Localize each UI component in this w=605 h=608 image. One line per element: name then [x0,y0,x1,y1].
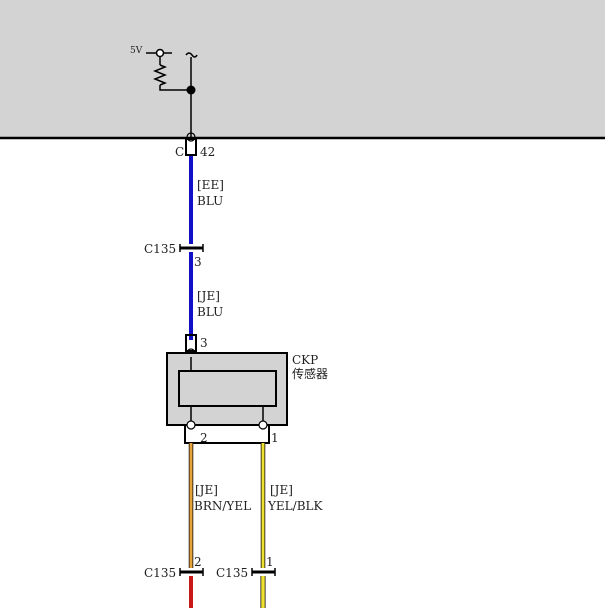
c-top-pin-circle-upper [186,132,196,142]
sensor-top-pin: 3 [200,336,208,350]
wire-ee-harness: [EE] [197,178,224,192]
ckp-sensor-element [178,370,277,407]
sensor-pin-1-label: 1 [271,431,279,445]
c135-left-pin: 2 [194,555,202,569]
sensor-subtitle: 传感器 [292,366,328,381]
wire-ee-color: BLU [197,194,223,208]
pullup-bottom-lead [159,85,191,91]
c-top-connector-icon [185,138,197,156]
module-panel [0,0,605,138]
c135-upper-name: C135 [144,242,176,256]
c135-upper-pin: 3 [194,255,202,269]
sensor-pin-2-circle [186,420,196,430]
wire-je-blu-harness: [JE] [197,289,220,303]
junction-dot-icon [186,85,196,95]
sensor-pin-2-label: 2 [200,431,208,445]
sensor-pin-1-circle [258,420,268,430]
c-top-pin: 42 [200,145,215,159]
supply-terminal-icon [155,48,165,58]
sensor-bottom-connector [184,424,270,444]
wire-yel-blk-color: YEL/BLK [267,499,323,513]
wire-brn-yel-harness: [JE] [195,483,218,497]
wire-je-blu-color: BLU [197,305,223,319]
pullup-resistor-icon [152,64,168,86]
sensor-name: CKP [292,353,318,367]
c-top-prefix: C [175,145,184,159]
c135-left-name: C135 [144,566,176,580]
wire-yel-blk-harness: [JE] [270,483,293,497]
sensor-top-connector-icon [185,334,197,352]
switch-contact-icon [185,52,198,58]
supply-voltage-label: 5V [130,46,143,56]
wire-brn-yel-color: BRN/YEL [194,499,251,513]
c135-right-name: C135 [216,566,248,580]
c135-right-pin: 1 [266,555,274,569]
